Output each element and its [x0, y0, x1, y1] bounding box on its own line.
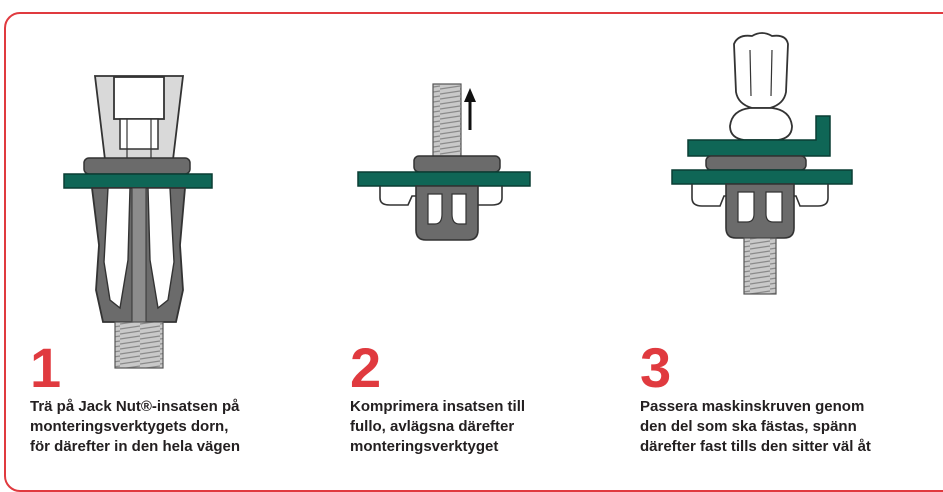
mandrel-tool	[93, 75, 185, 169]
fastened-insert	[691, 183, 829, 239]
bracket-part	[687, 115, 831, 157]
compressed-insert	[379, 185, 503, 241]
step-1-caption: Trä på Jack Nut®-insatsen på monteringsv…	[30, 398, 241, 455]
step-3-caption: Passera maskinskruven genom den del som …	[640, 398, 871, 455]
panel-plate	[63, 173, 213, 189]
step-1-illustration	[63, 75, 213, 369]
panel-plate	[357, 171, 531, 187]
arrow-up-icon	[464, 88, 476, 130]
insert-flange	[705, 155, 807, 171]
jack-nut-insert	[90, 187, 186, 324]
step-3-number: 3	[640, 336, 672, 399]
step-2-illustration	[357, 83, 531, 241]
step-2: 2 Komprimera insatsen till fullo, avlägs…	[320, 0, 620, 487]
step-2-caption: Komprimera insatsen till fullo, avlägsna…	[350, 398, 526, 455]
panel-plate	[671, 169, 853, 185]
step-1-number: 1	[30, 336, 62, 399]
threaded-mandrel-tip	[114, 321, 164, 369]
step-1: 1 Trä på Jack Nut®-insatsen på montering…	[0, 0, 300, 487]
machine-screw-shank	[743, 237, 777, 295]
threaded-rod	[432, 83, 462, 161]
insert-flange	[413, 155, 501, 173]
screwdriver-icon	[729, 32, 793, 141]
step-2-number: 2	[350, 336, 382, 399]
step-3: 3 Passera maskinskruven genom den del so…	[630, 0, 930, 487]
insert-flange	[83, 157, 191, 175]
step-3-illustration	[671, 32, 853, 295]
